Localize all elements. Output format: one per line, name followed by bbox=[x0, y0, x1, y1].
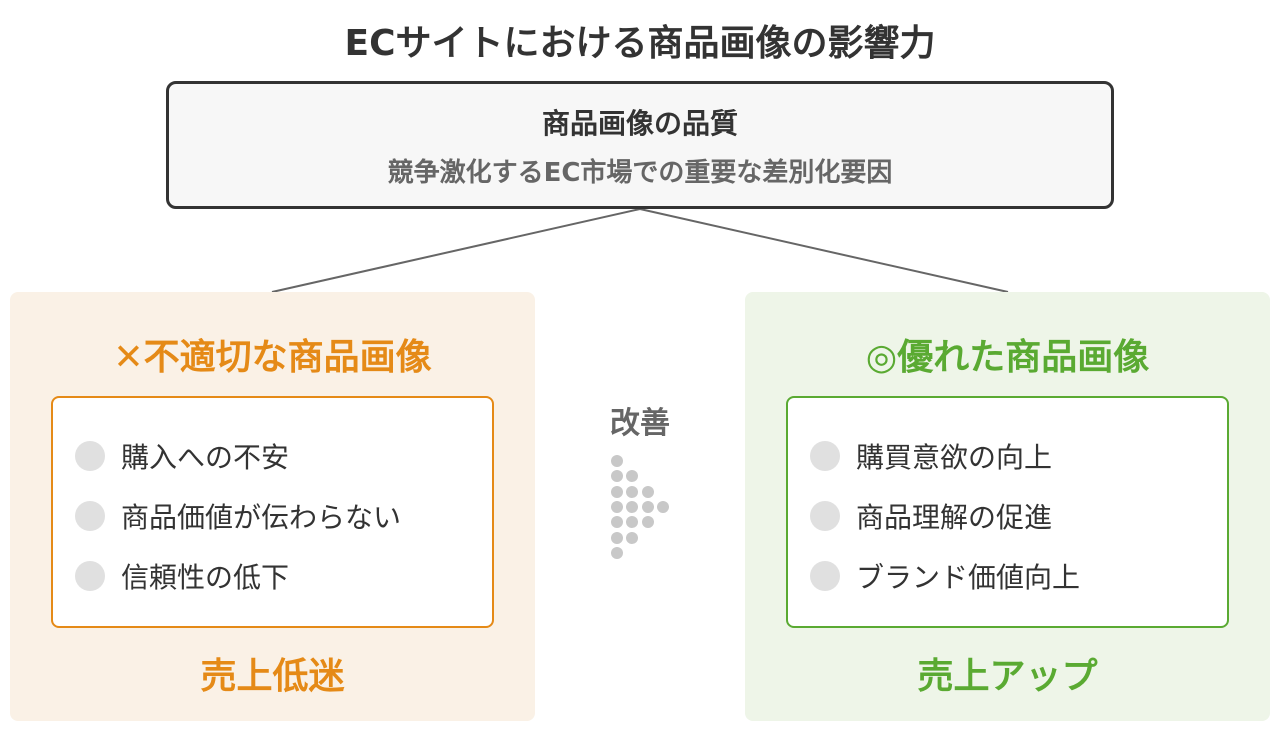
arrow-dot bbox=[611, 516, 623, 529]
arrow-dot bbox=[611, 531, 623, 544]
list-item: 商品価値が伝わらない bbox=[53, 486, 492, 546]
list-item: 信頼性の低下 bbox=[53, 546, 492, 606]
arrow-dot bbox=[656, 500, 669, 513]
arrow-dot bbox=[611, 500, 623, 513]
top-heading: 商品画像の品質 bbox=[541, 107, 738, 140]
arrow-dot bbox=[611, 470, 623, 483]
arrow-dot bbox=[626, 470, 639, 483]
arrow-dot bbox=[626, 516, 639, 529]
arrow-dot bbox=[626, 500, 639, 513]
bullet-icon bbox=[75, 561, 105, 591]
item-label: 信頼性の低下 bbox=[121, 561, 290, 594]
bullet-icon bbox=[810, 501, 840, 531]
good-heading: ◎優れた商品画像 bbox=[865, 337, 1150, 378]
arrow-dot bbox=[641, 500, 654, 513]
list-item: 商品理解の促進 bbox=[788, 486, 1227, 546]
item-label: 商品価値が伝わらない bbox=[121, 501, 402, 534]
arrow-dot bbox=[611, 455, 623, 467]
good-images-panel: ◎優れた商品画像 購買意欲の向上 商品理解の促進 ブランド価値向上 売上アップ bbox=[745, 292, 1270, 721]
good-result: 売上アップ bbox=[917, 656, 1098, 697]
bullet-icon bbox=[810, 441, 840, 471]
item-label: 購買意欲の向上 bbox=[856, 441, 1053, 474]
arrow-dot bbox=[641, 516, 654, 529]
connector-left bbox=[271, 208, 641, 293]
item-label: 購入への不安 bbox=[121, 441, 290, 474]
arrow-dot bbox=[641, 485, 654, 498]
top-box: 商品画像の品質 競争激化するEC市場での重要な差別化要因 bbox=[166, 81, 1114, 209]
arrow-dot bbox=[611, 546, 623, 559]
list-item: 購入への不安 bbox=[53, 426, 492, 486]
connector-right bbox=[639, 208, 1009, 293]
item-label: ブランド価値向上 bbox=[856, 561, 1081, 594]
list-item: 購買意欲の向上 bbox=[788, 426, 1227, 486]
good-items-box: 購買意欲の向上 商品理解の促進 ブランド価値向上 bbox=[786, 396, 1229, 628]
list-item: ブランド価値向上 bbox=[788, 546, 1227, 606]
arrow-dot bbox=[626, 531, 639, 544]
diagram-title: ECサイトにおける商品画像の影響力 bbox=[344, 23, 936, 64]
bad-heading: ✕不適切な商品画像 bbox=[113, 337, 432, 378]
bullet-icon bbox=[75, 441, 105, 471]
bad-items-box: 購入への不安 商品価値が伝わらない 信頼性の低下 bbox=[51, 396, 494, 628]
arrow-dot bbox=[611, 485, 623, 498]
bullet-icon bbox=[810, 561, 840, 591]
item-label: 商品理解の促進 bbox=[856, 501, 1053, 534]
arrow-dot bbox=[626, 485, 639, 498]
bad-images-panel: ✕不適切な商品画像 購入への不安 商品価値が伝わらない 信頼性の低下 売上低迷 bbox=[10, 292, 535, 721]
bad-result: 売上低迷 bbox=[200, 656, 345, 697]
bullet-icon bbox=[75, 501, 105, 531]
improve-label: 改善 bbox=[610, 406, 670, 441]
top-subheading: 競争激化するEC市場での重要な差別化要因 bbox=[387, 158, 893, 188]
